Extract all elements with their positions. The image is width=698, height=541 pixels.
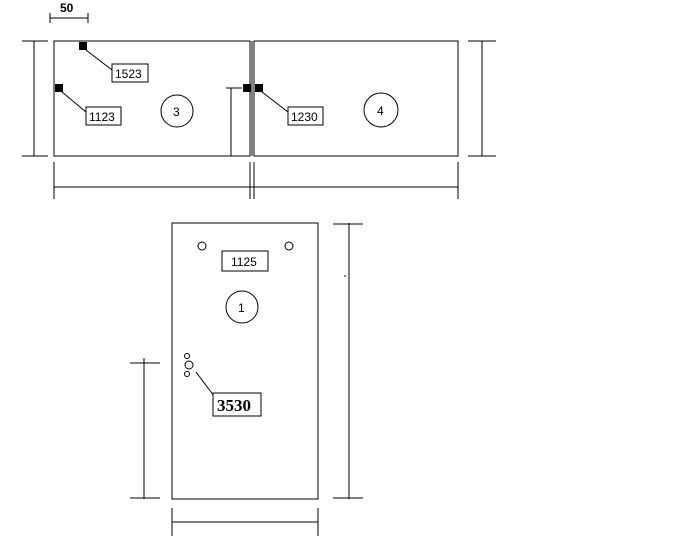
label-1125-text: 1125 xyxy=(231,255,257,269)
dimension-lower-horizontal xyxy=(171,508,319,536)
label-3530: 3530 xyxy=(212,392,262,417)
hole-small-upper xyxy=(184,353,190,359)
label-1523-text: 1523 xyxy=(115,67,142,81)
hole-top-right xyxy=(284,241,294,251)
dimension-top-panels-horizontal xyxy=(53,162,459,199)
leader-1230 xyxy=(261,91,289,113)
panel-3-number: 3 xyxy=(160,94,194,128)
label-1523: 1523 xyxy=(111,63,149,83)
panel-4-outline xyxy=(253,40,459,157)
marker-1123 xyxy=(55,84,63,92)
dimension-50: 50 xyxy=(49,1,89,23)
label-1123: 1123 xyxy=(85,106,122,126)
hole-small-lower xyxy=(184,371,190,377)
leader-3530 xyxy=(195,371,215,397)
label-1230: 1230 xyxy=(287,106,324,126)
panel-4-number: 4 xyxy=(363,92,399,128)
leader-1523 xyxy=(85,49,113,71)
dimension-lower-left-vertical xyxy=(130,358,160,499)
label-1230-text: 1230 xyxy=(291,110,318,124)
panel-3-number-text: 3 xyxy=(173,105,180,119)
panel-1-outline xyxy=(171,222,319,500)
label-1125: 1125 xyxy=(221,250,269,272)
dimension-right-vertical xyxy=(468,40,496,157)
panel-1-number: 1 xyxy=(225,290,259,324)
dimension-lower-right-vertical xyxy=(333,223,363,499)
panel-4-number-text: 4 xyxy=(377,104,384,118)
hole-medium xyxy=(184,360,194,370)
label-1123-text: 1123 xyxy=(89,110,115,124)
marker-1523 xyxy=(79,42,87,50)
marker-1230 xyxy=(255,84,263,92)
panel-1-number-text: 1 xyxy=(238,301,245,315)
dimension-50-text: 50 xyxy=(60,1,74,15)
marker-seam-left xyxy=(243,84,251,92)
leader-1123 xyxy=(61,91,87,113)
dimension-left-vertical xyxy=(22,40,48,157)
panel-3-outline xyxy=(53,40,251,157)
label-3530-text: 3530 xyxy=(217,396,251,415)
hole-top-left xyxy=(197,241,207,251)
